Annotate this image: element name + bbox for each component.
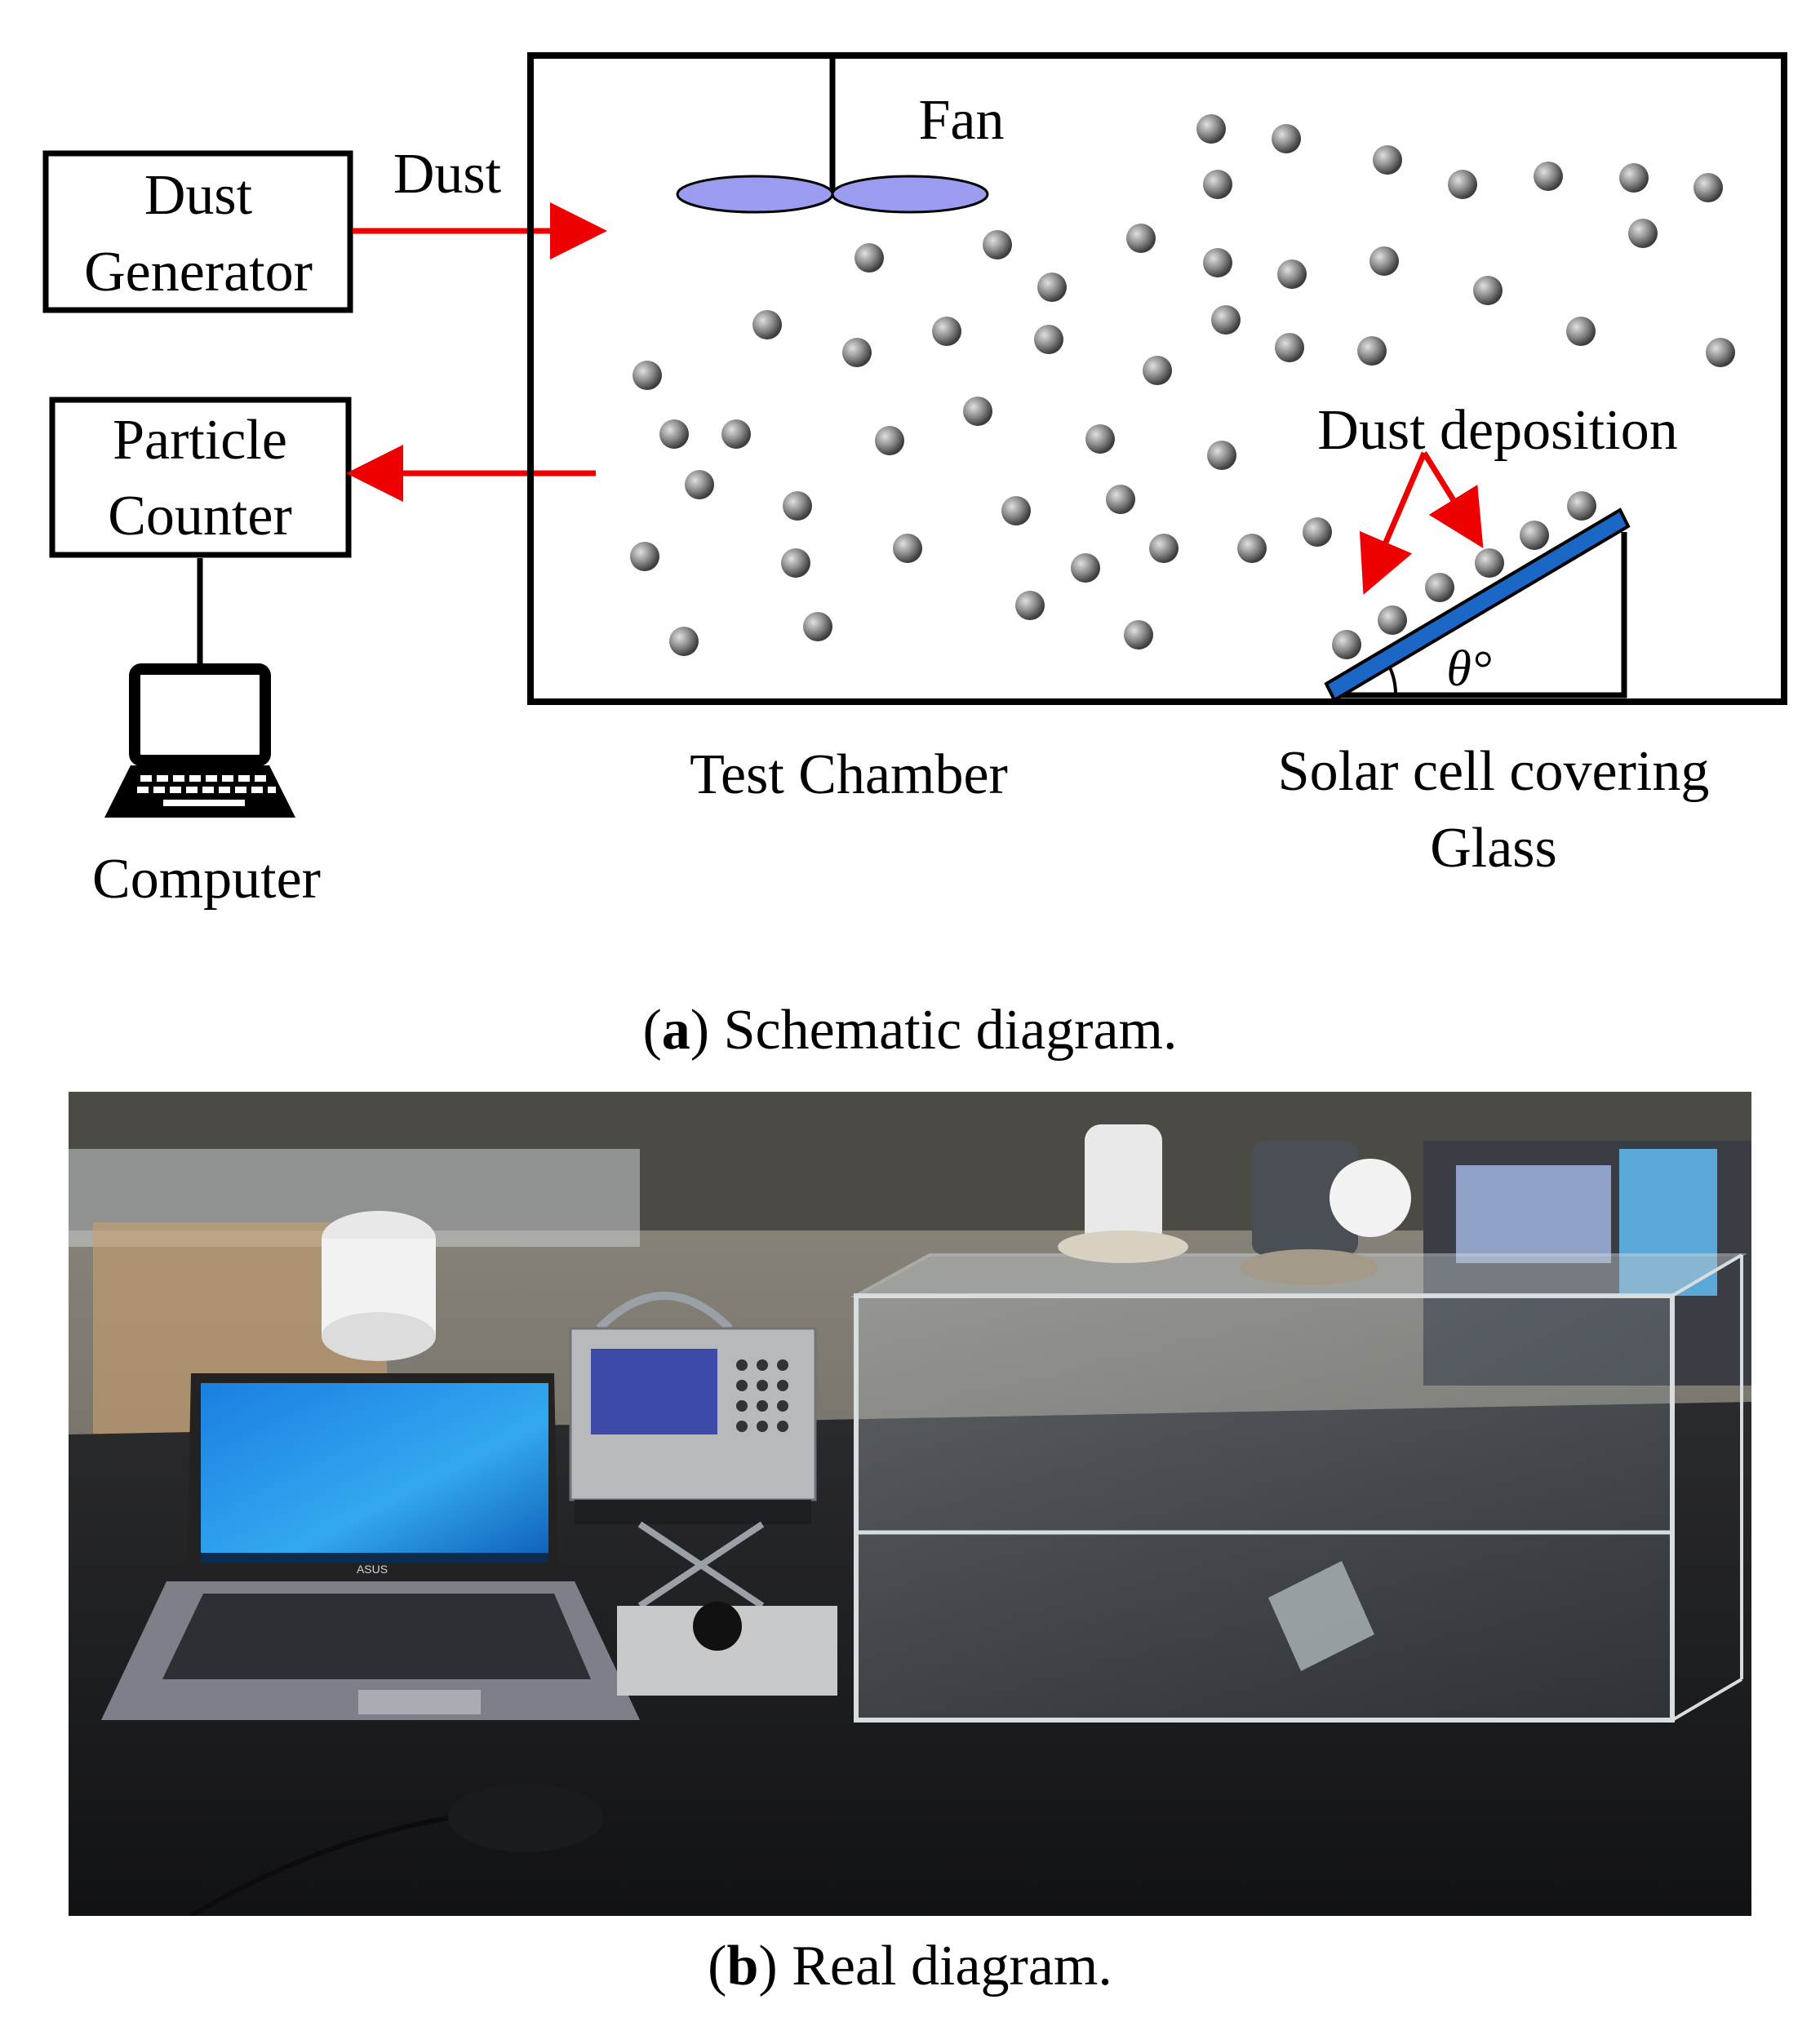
caption-b-letter: b xyxy=(726,1935,759,1997)
fan xyxy=(676,55,989,214)
particle-counter-device xyxy=(569,1292,837,1696)
deposition-arrow-right xyxy=(1422,451,1484,548)
caption-b-text: Real diagram. xyxy=(777,1935,1112,1997)
particle-counter-label-line1: Particle xyxy=(113,409,287,472)
glass-label-line1: Solar cell covering xyxy=(1278,740,1710,803)
caption-a-letter: a xyxy=(661,999,690,1062)
caption-a-text: Schematic diagram. xyxy=(709,999,1178,1062)
deposition-arrow-left xyxy=(1359,451,1427,595)
glass-label-line2: Glass xyxy=(1430,817,1557,880)
laptop-brand: ASUS xyxy=(357,1563,388,1576)
dust-arrow-label: Dust xyxy=(393,143,502,206)
angle-label: θ° xyxy=(1446,641,1491,697)
chamber-label: Test Chamber xyxy=(690,743,1008,806)
dust-generator-label-line1: Dust xyxy=(144,164,253,227)
dust-deposition-label: Dust deposition xyxy=(1317,399,1677,462)
laptop: ASUS xyxy=(101,1373,640,1720)
lab-photo: ASUS xyxy=(69,1092,1751,1916)
caption-b: (b) Real diagram. xyxy=(708,1935,1112,1997)
mouse xyxy=(189,1784,603,1916)
dust-generator-label-line2: Generator xyxy=(84,241,313,304)
dust-particles xyxy=(630,114,1735,659)
computer-icon xyxy=(104,663,295,818)
fan-device xyxy=(1240,1141,1411,1285)
dust-generator-box xyxy=(42,150,353,313)
solar-cell-glass xyxy=(1324,508,1631,703)
fan-label: Fan xyxy=(919,89,1005,152)
glass-chamber xyxy=(850,1253,1748,1723)
particle-counter-label-line2: Counter xyxy=(108,485,292,548)
dust-generator-bottle xyxy=(1058,1124,1188,1263)
caption-a: (a) Schematic diagram. xyxy=(642,999,1178,1062)
test-chamber xyxy=(527,52,1787,705)
white-bottle xyxy=(322,1211,436,1361)
schematic-diagram: Dust Generator Dust Particle Counter Com… xyxy=(42,52,1787,911)
computer-label: Computer xyxy=(92,848,321,911)
